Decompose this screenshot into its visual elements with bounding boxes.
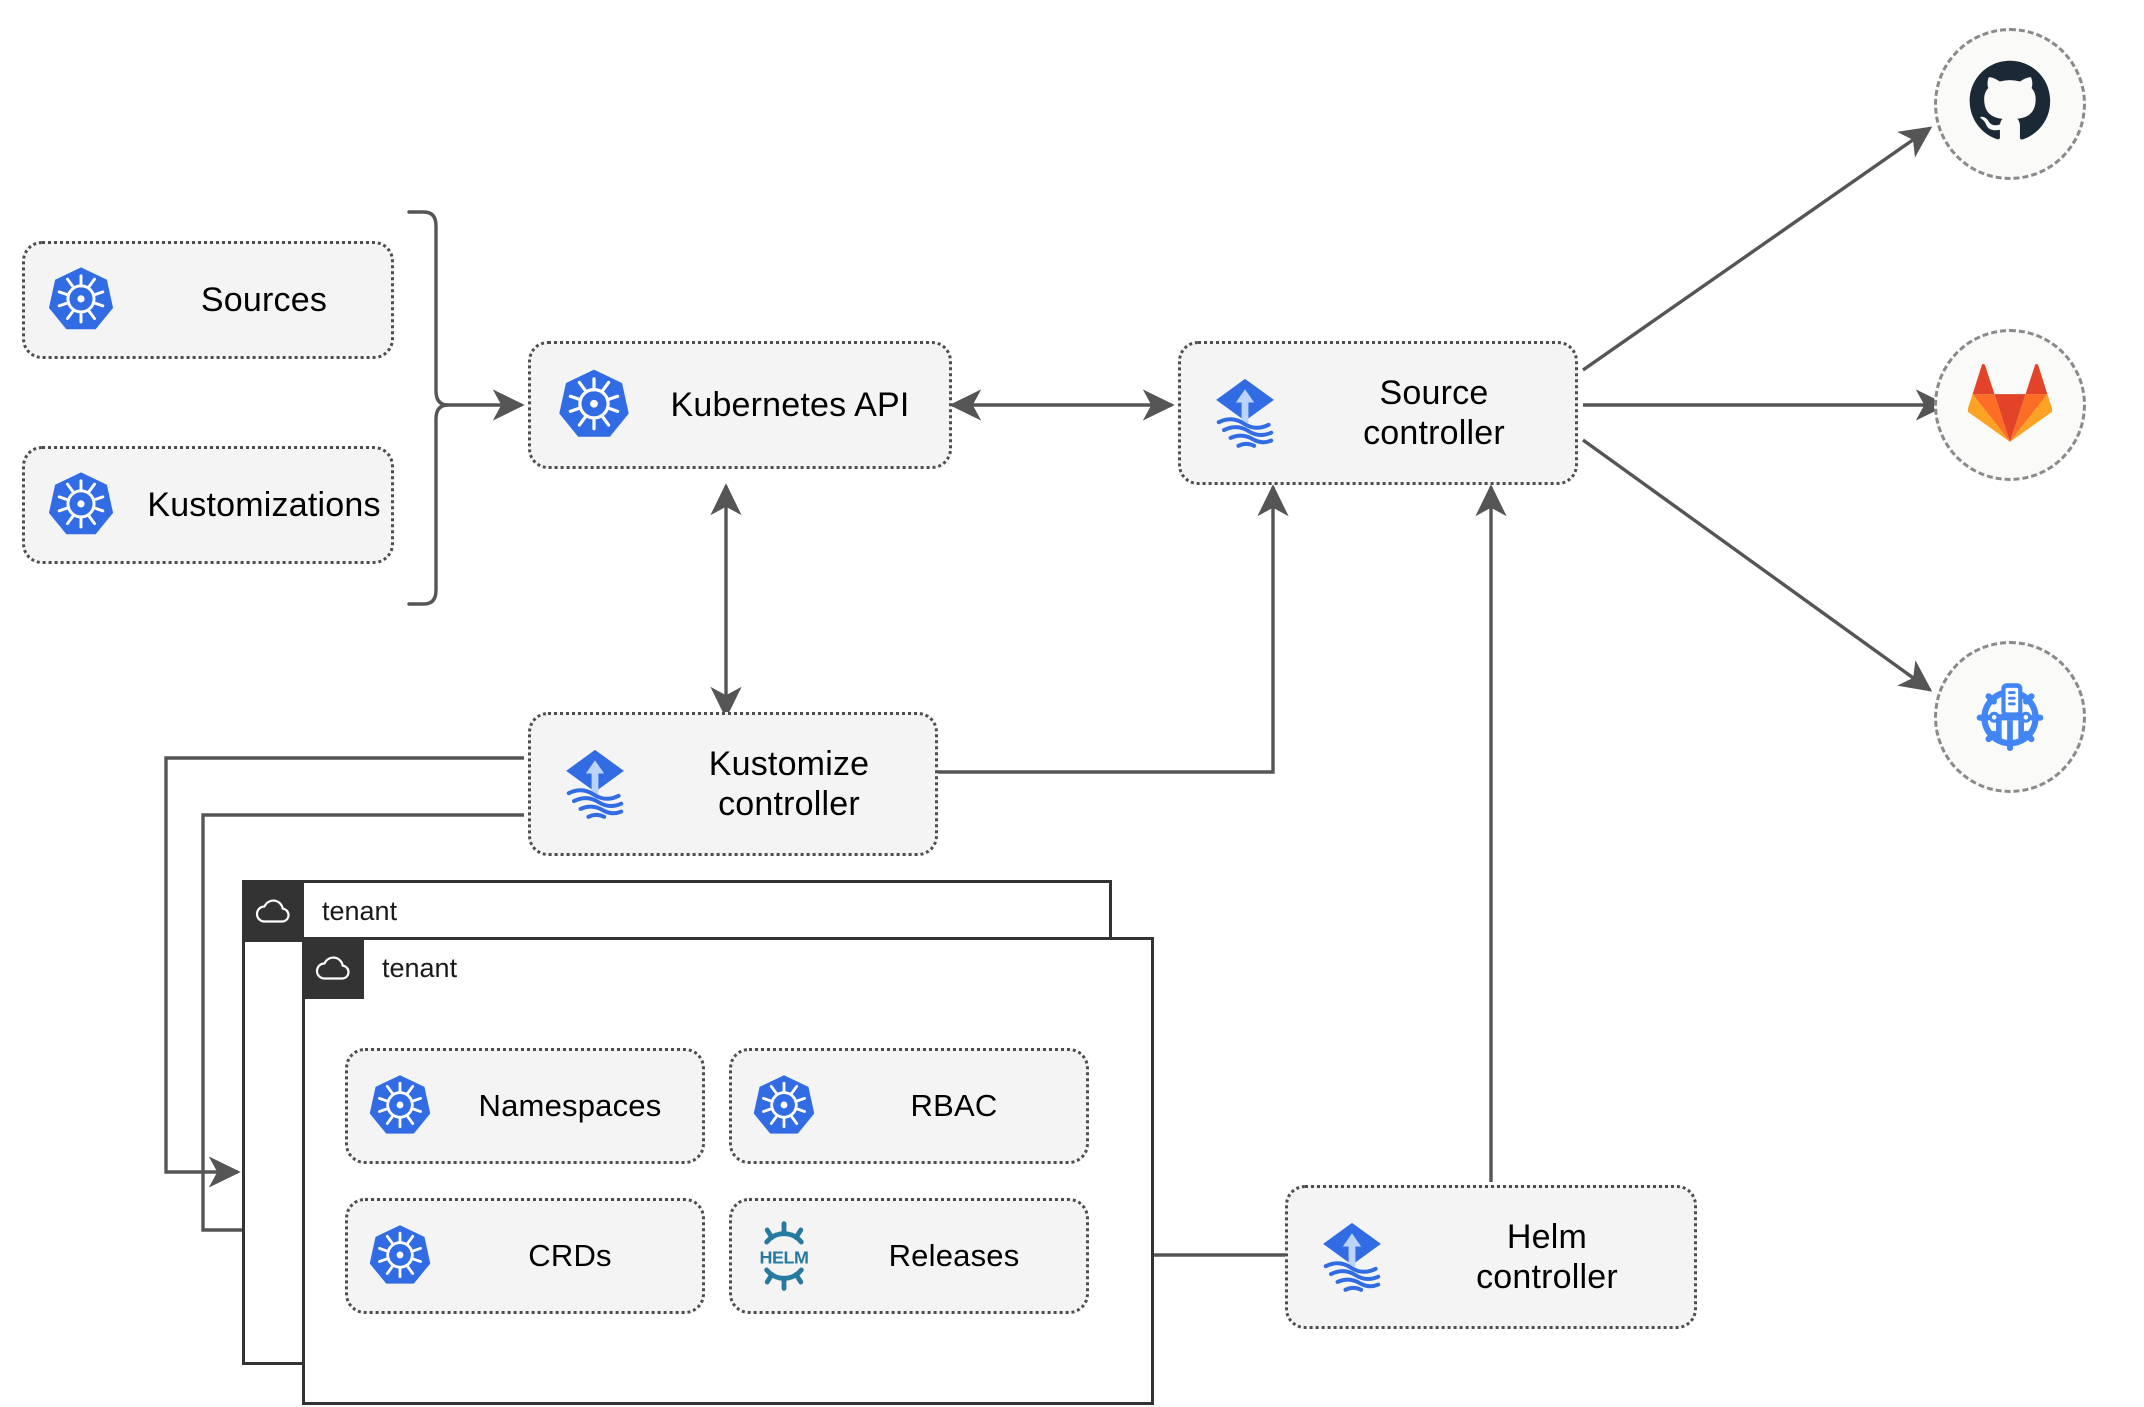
kubernetes-icon [732,1048,836,1164]
node-releases[interactable]: HELM Releases [729,1198,1089,1314]
kubernetes-icon [348,1198,452,1314]
inputs-bracket [407,210,449,606]
kubernetes-icon [348,1048,452,1164]
edge-source-controller-to-github [1582,126,1933,372]
helm-icon: HELM [732,1198,836,1314]
node-label: Kustomizations [147,485,381,524]
kubernetes-icon [25,446,137,564]
svg-text:HELM: HELM [760,1247,809,1267]
node-source-controller[interactable]: Source controller [1178,341,1578,485]
kubernetes-icon [531,341,657,469]
node-kubernetes-api[interactable]: Kubernetes API [528,341,952,469]
cloud-icon [302,937,364,999]
flux-icon [1181,341,1309,485]
node-label: Namespaces [478,1087,662,1123]
edge-kustomize-to-source-controller [938,484,1289,774]
github-icon [1967,59,2053,150]
flux-icon [1288,1185,1416,1329]
node-label: CRDs [528,1237,612,1273]
node-label: Kustomize controller [708,744,870,823]
node-kustomizations[interactable]: Kustomizations [22,446,394,564]
tenant-titlebar: tenant [302,937,457,999]
node-rbac[interactable]: RBAC [729,1048,1089,1164]
external-bucket[interactable] [1934,641,2086,793]
external-github[interactable] [1934,28,2086,180]
node-label: Kubernetes API [670,385,910,424]
node-label: Releases [888,1237,1020,1273]
edge-source-controller-to-bucket [1582,438,1933,692]
flux-icon [531,712,659,856]
tenant-label: tenant [322,895,398,926]
node-namespaces[interactable]: Namespaces [345,1048,705,1164]
node-sources[interactable]: Sources [22,241,394,359]
node-label: Sources [200,280,328,319]
node-label: Helm controller [1476,1217,1618,1296]
cloud-icon [242,880,304,942]
external-gitlab[interactable] [1934,329,2086,481]
node-helm-controller[interactable]: Helm controller [1285,1185,1697,1329]
tenant-titlebar: tenant [242,880,397,942]
kubernetes-icon [25,241,137,359]
node-label: Source controller [1363,373,1505,452]
node-kustomize-controller[interactable]: Kustomize controller [528,712,938,856]
bucket-icon [1967,672,2053,763]
node-crds[interactable]: CRDs [345,1198,705,1314]
tenant-label: tenant [382,952,458,983]
tenant-container-2[interactable]: tenant [302,937,1154,1405]
gitlab-icon [1967,363,2053,448]
node-label: RBAC [910,1087,998,1123]
